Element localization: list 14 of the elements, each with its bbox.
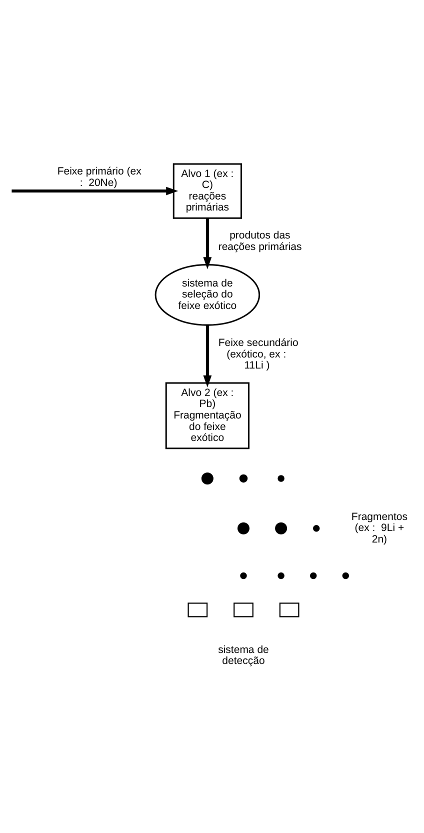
label: sistema de detecção [218, 643, 269, 667]
node-box [279, 602, 300, 617]
node-ellipse: sistema de seleção do feixe exótico [154, 264, 260, 326]
edge-label: Feixe secundário (exótico, ex : 11Li ) [218, 336, 298, 372]
node-box [234, 602, 254, 617]
arrow [203, 218, 212, 269]
node-box [188, 602, 208, 617]
arrow [12, 186, 178, 195]
node-box: Alvo 2 (ex : Pb) Fragmentação do feixe exótico [165, 382, 250, 449]
edge-label: produtos das reações primárias [218, 229, 302, 252]
node-box: Alvo 1 (ex : C) reações primárias [172, 162, 242, 218]
arrow [203, 324, 212, 387]
edge-label: Feixe primário (ex : 20Ne) [57, 165, 142, 188]
label: Fragmentos (ex : 9Li + 2n) [351, 510, 408, 545]
